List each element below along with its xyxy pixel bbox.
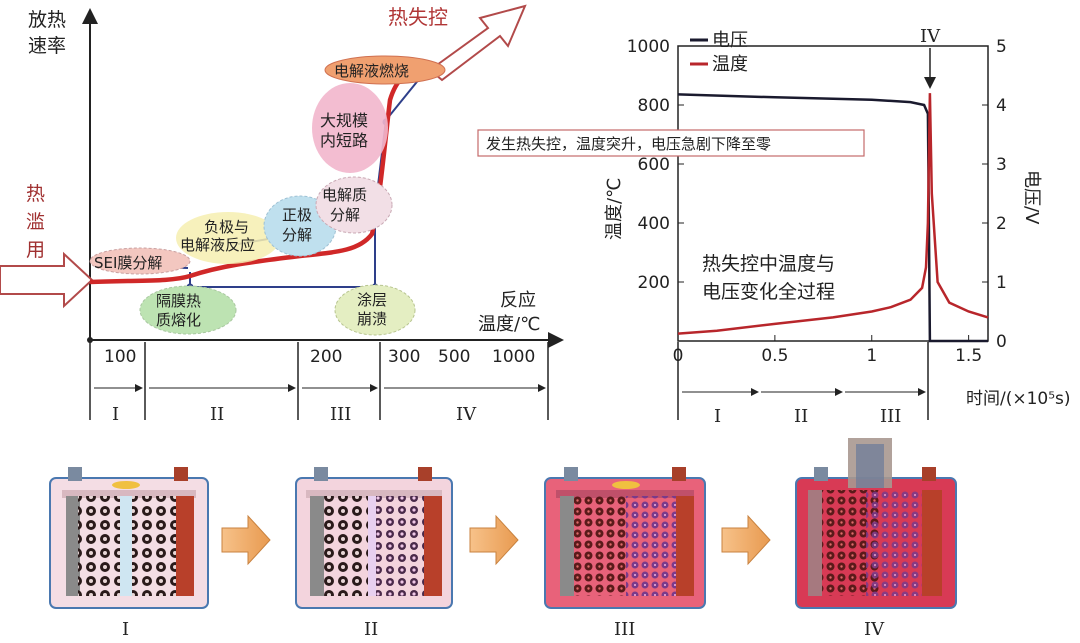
bubble-electrolyte (315, 176, 393, 234)
right-plot-frame (677, 45, 989, 342)
bubble-short-text-1: 大规模 (320, 111, 368, 130)
y-right-tick-label: 1 (996, 273, 1007, 293)
bubble-burning (324, 55, 446, 85)
bubble-coating-text-1: 涂层 (357, 291, 387, 309)
bottom-label-1: I (122, 619, 129, 640)
bubble-coating (334, 284, 416, 336)
y-right-tick-label: 3 (996, 155, 1007, 175)
y-right-tick-label: 5 (996, 37, 1007, 57)
right-stage-scale: I II III (677, 342, 929, 427)
runaway-arrow-icon (428, 4, 527, 82)
runaway-label: 热失控 (388, 5, 448, 29)
abuse-label-3: 用 (26, 239, 45, 261)
annotation-text: 发生热失控，温度突升，电压急剧下降至零 (486, 135, 771, 153)
left-y-label-2: 速率 (28, 35, 66, 57)
y-right-tick-label: 2 (996, 214, 1007, 234)
temperature-line (677, 93, 989, 335)
abuse-label-2: 滥 (26, 211, 45, 233)
left-chart: 放热 速率 反应 温度/℃ 热 滥 用 热失控 SEI膜 (0, 4, 564, 425)
abuse-arrow-icon (0, 251, 94, 309)
left-x-label-1: 反应 (500, 290, 536, 311)
bottom-label-4: IV (864, 619, 885, 640)
right-stage-2: II (794, 406, 808, 427)
temp-tick-300: 300 (388, 347, 420, 367)
y-left-tick-label: 600 (638, 155, 670, 175)
battery-cell-stage-2 (295, 467, 453, 609)
bubble-sei-text: SEI膜分解 (94, 254, 162, 272)
bubble-separator (139, 285, 237, 335)
temp-tick-200: 200 (310, 347, 342, 367)
bubble-short-circuit (312, 83, 388, 173)
bubble-electrolyte-text-2: 分解 (330, 206, 360, 224)
y-left-tick-label: 200 (638, 273, 670, 293)
heat-release-curve (89, 61, 431, 285)
stage-arrow-icon-2 (469, 514, 519, 566)
right-y-left-label: 温度/℃ (604, 178, 625, 240)
bubble-positive-text-2: 分解 (282, 226, 312, 244)
stage-iv-marker: IV (920, 26, 941, 47)
annotation-box (477, 129, 865, 157)
battery-cell-stage-1 (49, 467, 209, 609)
left-x-label-2: 温度/℃ (478, 314, 540, 335)
left-stage-1: I (112, 404, 119, 425)
battery-stages-row: I II III IV (49, 438, 957, 640)
temp-tick-500: 500 (438, 347, 470, 367)
battery-cell-stage-3 (544, 467, 706, 609)
bubble-negative-text-1: 负极与 (204, 218, 249, 236)
y-right-tick-label: 0 (996, 332, 1007, 352)
bubble-positive-text-1: 正极 (282, 206, 312, 224)
left-stage-3: III (330, 404, 351, 425)
bubble-burning-text: 电解液燃烧 (334, 62, 409, 80)
bottom-label-3: III (614, 619, 635, 640)
bubble-coating-text-2: 崩溃 (357, 310, 387, 328)
temp-tick-1000: 1000 (492, 347, 535, 367)
left-temp-scale: 100 200 300 500 1000 I II III IV (89, 342, 549, 425)
legend-voltage: 电压 (712, 30, 748, 51)
left-y-label-1: 放热 (28, 9, 66, 31)
bottom-label-2: II (364, 619, 378, 640)
inner-text-2: 电压变化全过程 (702, 281, 835, 303)
right-x-label: 时间/(×10⁵s) (966, 389, 1071, 409)
stage-arrow-icon-3 (721, 514, 771, 566)
right-stage-3: III (880, 406, 901, 427)
temp-tick-100: 100 (104, 347, 136, 367)
y-right-tick-label: 4 (996, 96, 1007, 116)
y-left-tick-label: 800 (638, 96, 670, 116)
abuse-label-1: 热 (26, 183, 45, 205)
voltage-line (677, 93, 988, 343)
x-tick-label: 1.5 (955, 346, 982, 366)
bubble-short-text-2: 内短路 (320, 131, 368, 150)
bubble-electrolyte-text-1: 电解质 (322, 186, 367, 204)
stage-arrow-icon-1 (221, 514, 271, 566)
bubble-sei (89, 247, 191, 275)
left-stage-4: IV (456, 404, 477, 425)
left-stage-2: II (210, 404, 224, 425)
bubble-negative (176, 212, 280, 264)
right-y-right-label: 电压/V (1021, 170, 1042, 225)
right-series (677, 93, 989, 343)
legend-temperature: 温度 (712, 54, 748, 75)
battery-cell-stage-4 (795, 438, 957, 609)
right-stage-1: I (714, 406, 721, 427)
inner-text-1: 热失控中温度与 (702, 253, 835, 275)
bubble-negative-text-2: 电解液反应 (180, 236, 255, 254)
bubble-separator-text-2: 质熔化 (156, 311, 201, 329)
x-tick-label: 1 (866, 346, 877, 366)
x-tick-label: 0.5 (761, 346, 788, 366)
bubble-separator-text-1: 隔膜热 (156, 292, 201, 310)
y-left-tick-label: 400 (638, 214, 670, 234)
y-left-tick-label: 1000 (627, 37, 670, 57)
